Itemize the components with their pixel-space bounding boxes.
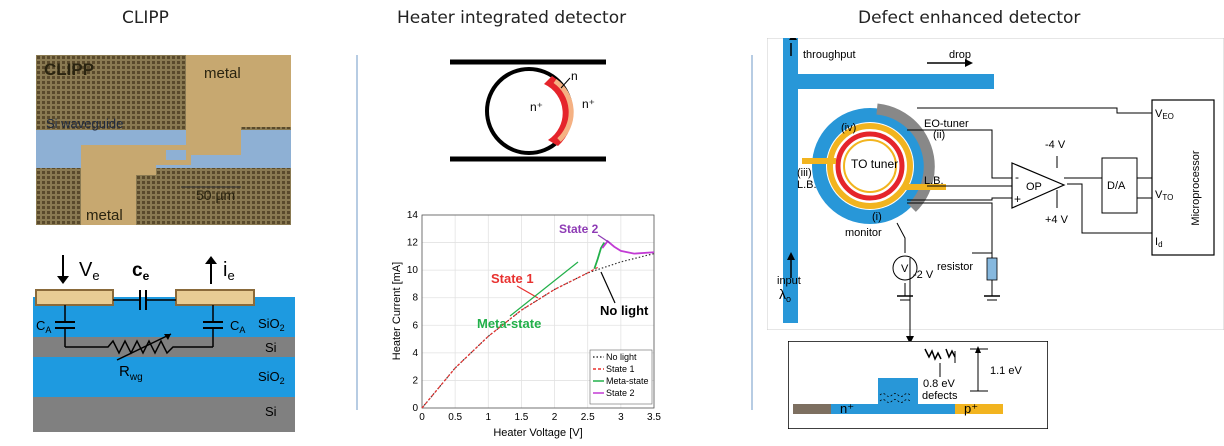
y-tick-label: 12 <box>407 238 419 249</box>
legend-entry: State 1 <box>606 364 635 374</box>
id-label: Id <box>1155 236 1163 249</box>
minus-2v-label: -2 V <box>913 269 934 281</box>
divider-left <box>356 55 358 410</box>
iv-label: (iv) <box>841 122 856 134</box>
input-label: input <box>777 275 801 287</box>
clipp-circuit-diagram: Ve ce ie CA CA Rwg SiO2 Si SiO2 Si <box>33 255 295 432</box>
i-label: (i) <box>872 211 882 223</box>
series-line-state-1 <box>421 266 598 409</box>
n-label: n <box>571 69 578 83</box>
layer-label-si-bottom: Si <box>265 404 277 419</box>
annotation-state-1: State 1 <box>491 271 534 286</box>
monitor-label: monitor <box>845 227 882 239</box>
defects-label: defects <box>922 390 958 402</box>
heater-detector-title: Heater integrated detector <box>397 8 627 28</box>
ie-label: ie <box>223 259 235 283</box>
layer-label-sio2-bottom: SiO2 <box>258 369 285 386</box>
defect-detector-title: Defect enhanced detector <box>858 8 1081 28</box>
series-line-no-light <box>421 253 655 409</box>
annotation-no-light: No light <box>600 303 649 318</box>
ca-right-label: CA <box>230 318 245 335</box>
chart-ticks: 0 0.5 1 1.5 2 2.5 3 3.5 0 2 4 6 8 10 12 14 <box>407 210 662 423</box>
x-tick-label: 2 <box>552 412 558 423</box>
p-plus-band-label: p⁺ <box>964 401 978 416</box>
eo-tuner-label: EO-tuner <box>924 118 969 130</box>
ev-08-label: 0.8 eV <box>923 378 955 390</box>
plus-4v-label: +4 V <box>1045 214 1069 226</box>
layer-label-sio2-top: SiO2 <box>258 316 285 333</box>
v-meter-label: V <box>901 263 909 275</box>
op-minus-label: - <box>1015 170 1019 184</box>
x-tick-label: 3.5 <box>647 412 661 423</box>
n-plus-left-label: n⁺ <box>530 100 543 114</box>
ce-label: ce <box>132 260 150 283</box>
waveguide-label: Si waveguide <box>46 116 123 131</box>
x-tick-label: 0.5 <box>448 412 462 423</box>
lambda-label: λo <box>779 286 791 304</box>
minus-4v-label: -4 V <box>1045 139 1066 151</box>
y-tick-label: 6 <box>412 320 418 331</box>
y-tick-label: 0 <box>412 403 418 414</box>
op-plus-label: + <box>1014 192 1021 206</box>
series-line-state-2 <box>601 239 655 255</box>
op-label: OP <box>1026 181 1042 193</box>
band-diagram: n⁺ p⁺ 0.8 eV defects 1.1 eV <box>788 341 1048 429</box>
y-tick-label: 8 <box>412 293 418 304</box>
clipp-micrograph: CLIPP metal metal Si waveguide 50 µm <box>36 55 291 225</box>
y-tick-label: 14 <box>407 210 419 221</box>
vto-label: VTO <box>1155 189 1173 202</box>
x-tick-label: 1 <box>486 412 492 423</box>
zoom-connector <box>906 258 914 344</box>
n-plus-band-label: n⁺ <box>840 401 854 416</box>
ca-left-label: CA <box>36 318 51 335</box>
y-tick-label: 2 <box>412 375 418 386</box>
da-label: D/A <box>1107 180 1126 192</box>
legend-entry: State 2 <box>606 388 635 398</box>
lb-left-label: L.B. <box>797 179 817 191</box>
defect-detector-diagram: throughput drop input λo EO-tuner (ii) (… <box>767 38 1224 330</box>
ev-11-label: 1.1 eV <box>990 365 1022 377</box>
veo-label: VEO <box>1155 108 1174 121</box>
iii-label: (iii) <box>797 167 812 179</box>
y-tick-label: 10 <box>407 265 419 276</box>
x-axis-label: Heater Voltage [V] <box>493 427 582 439</box>
heater-iv-chart: 0 0.5 1 1.5 2 2.5 3 3.5 0 2 4 6 8 10 12 14 Heater Volta… <box>390 207 666 441</box>
layer-label-si-mid: Si <box>265 340 277 355</box>
metal-top-label: metal <box>204 65 241 82</box>
legend-box <box>589 349 653 405</box>
divider-right <box>751 55 753 410</box>
chart-series <box>421 239 655 409</box>
legend-entry: No light <box>606 352 637 362</box>
y-axis-label: Heater Current [mA] <box>391 262 403 360</box>
clipp-title: CLIPP <box>122 8 169 28</box>
x-tick-label: 0 <box>419 412 425 423</box>
n-plus-right-label: n⁺ <box>582 97 595 111</box>
y-tick-label: 4 <box>412 348 418 359</box>
x-tick-label: 2.5 <box>581 412 595 423</box>
clipp-logo-text: CLIPP <box>44 60 94 79</box>
x-tick-label: 1.5 <box>514 412 528 423</box>
annotation-meta-state: Meta-state <box>477 316 541 331</box>
legend-entry: Meta-state <box>606 376 649 386</box>
scale-bar-label: 50 µm <box>196 187 235 203</box>
lb-right-label: L.B. <box>924 175 944 187</box>
rwg-label: Rwg <box>119 363 143 383</box>
throughput-label: throughput <box>803 49 856 61</box>
x-tick-label: 3 <box>618 412 624 423</box>
series-line-meta-state <box>593 242 606 270</box>
ve-label: Ve <box>79 259 100 283</box>
eo-tuner-number: (ii) <box>933 129 945 141</box>
to-tuner-label: TO tuner <box>851 157 898 171</box>
microprocessor-label: Microprocessor <box>1190 150 1202 226</box>
resistor-label: resistor <box>937 261 973 273</box>
annotation-state-2: State 2 <box>559 222 599 236</box>
plot-frame <box>421 214 655 409</box>
drop-label: drop <box>949 49 971 61</box>
metal-bottom-label: metal <box>86 207 123 224</box>
ring-resonator-schematic: n n⁺ n⁺ <box>434 48 622 173</box>
